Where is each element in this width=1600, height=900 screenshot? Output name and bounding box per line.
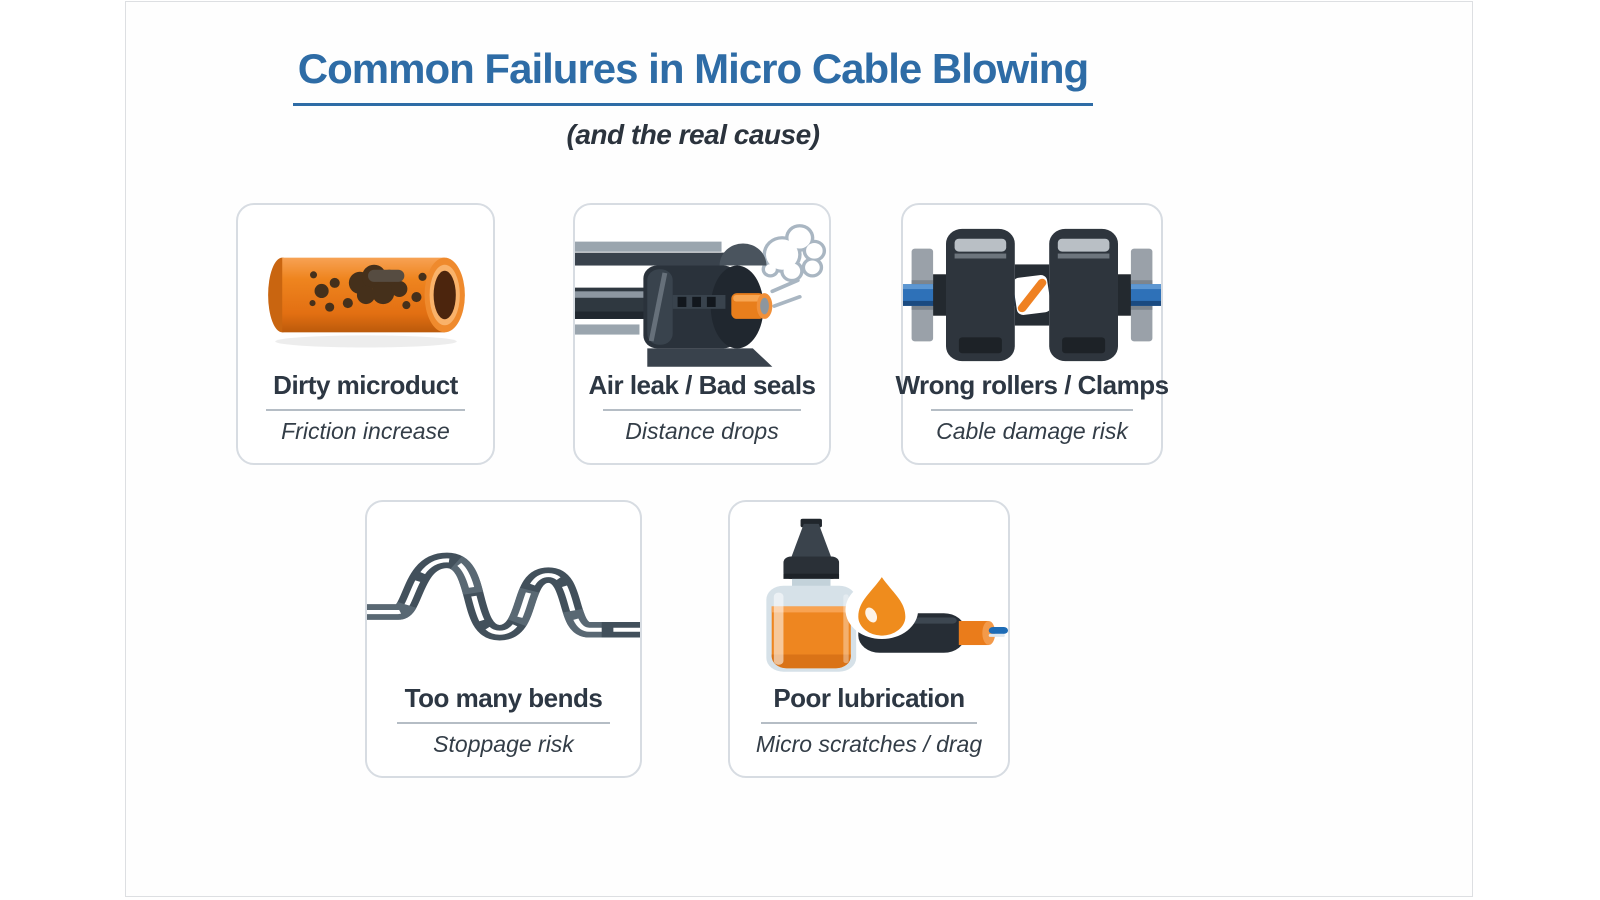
card-divider (602, 409, 802, 411)
header: Common Failures in Micro Cable Blowing (… (293, 44, 1093, 151)
card-too-many-bends: Too many bends Stoppage risk (365, 500, 642, 778)
air-leak-icon (575, 219, 829, 370)
card-divider (266, 409, 465, 411)
card-cause: Cable damage risk (936, 418, 1128, 444)
bent-duct-icon (367, 516, 640, 683)
card-divider (931, 409, 1133, 411)
air-leak-illustration (575, 223, 827, 367)
card-title: Too many bends (404, 683, 603, 713)
title-underline (293, 103, 1093, 107)
card-cause: Stoppage risk (433, 731, 574, 757)
card-cause: Micro scratches / drag (755, 731, 983, 757)
card-dirty-microduct: Dirty microduct Friction increase (236, 203, 495, 465)
page-subtitle: (and the real cause) (566, 119, 820, 151)
card-cause: Friction increase (281, 418, 450, 444)
rollers-clamps-icon (903, 219, 1161, 370)
dirty-microduct-illustration (267, 257, 465, 347)
card-wrong-rollers: Wrong rollers / Clamps Cable damage risk (895, 203, 1169, 465)
card-air-leak: Air leak / Bad seals Distance drops (573, 203, 831, 465)
bent-duct-illustration (367, 552, 640, 641)
card-title: Air leak / Bad seals (588, 370, 816, 400)
dirty-microduct-icon (238, 219, 493, 370)
card-title: Poor lubrication (773, 683, 965, 713)
lubricant-illustration (766, 518, 1008, 672)
card-divider (397, 722, 610, 724)
lubricant-bottle-icon (730, 516, 1008, 683)
card-title: Wrong rollers / Clamps (895, 370, 1169, 400)
card-divider (760, 722, 978, 724)
rollers-clamps-illustration (903, 228, 1161, 361)
card-title: Dirty microduct (273, 370, 458, 400)
card-cause: Distance drops (625, 418, 779, 444)
page-title: Common Failures in Micro Cable Blowing (297, 45, 1089, 92)
card-poor-lubrication: Poor lubrication Micro scratches / drag (728, 500, 1010, 778)
